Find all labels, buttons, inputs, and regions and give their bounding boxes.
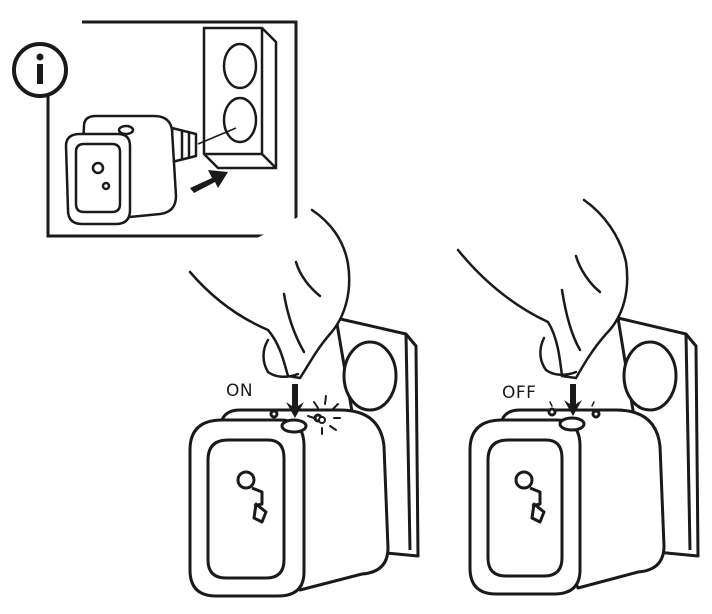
guide-line [197, 127, 237, 145]
on-label: ON [226, 381, 254, 401]
arrow-down-icon [286, 384, 304, 418]
led-glow-icon [307, 395, 341, 435]
off-scene [456, 198, 700, 596]
led-off-indicator [549, 401, 595, 407]
hand-off [456, 198, 629, 380]
on-scene [188, 208, 420, 598]
smart-plug-off [468, 407, 666, 596]
inset-panel [12, 20, 298, 238]
inset-smart-plug [64, 114, 198, 226]
wall-socket-plate [202, 26, 278, 170]
hand-on [188, 208, 351, 380]
smart-plug-on [188, 408, 390, 598]
off-label: OFF [502, 383, 537, 403]
info-icon [12, 42, 68, 98]
arrow-down-icon [564, 384, 582, 416]
arrow-right-icon [190, 170, 228, 193]
